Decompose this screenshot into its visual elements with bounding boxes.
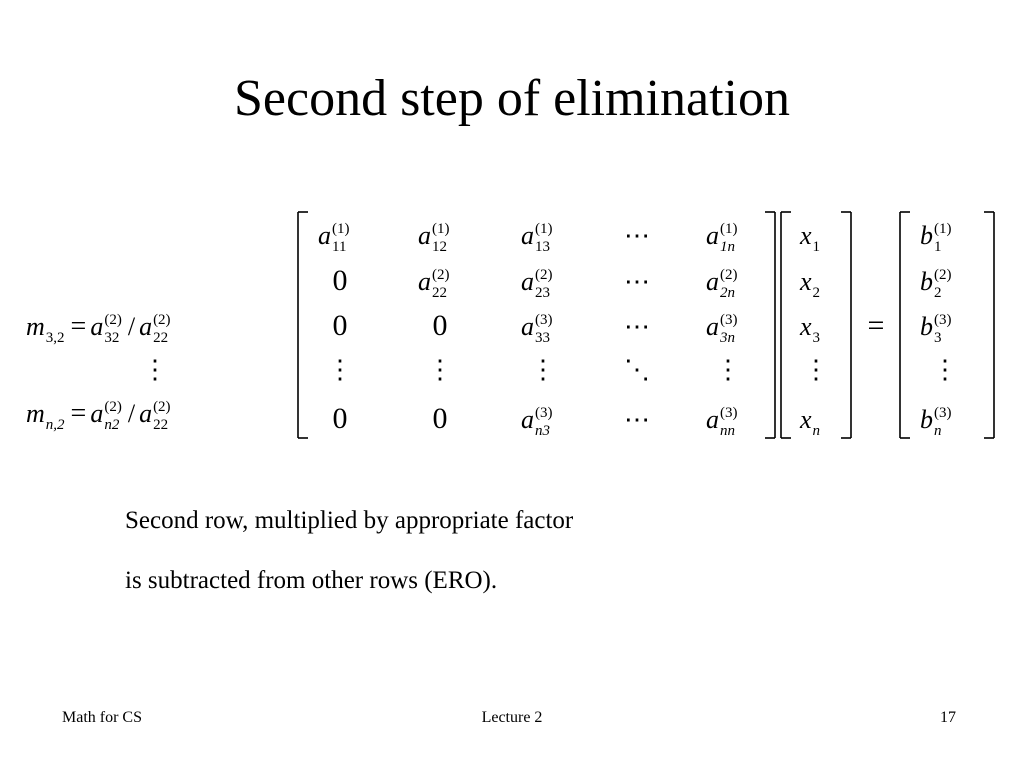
matrix-entry-r4-c3: ⋮ bbox=[530, 355, 556, 384]
multiplier-m32-denominator-sub: 22 bbox=[153, 330, 168, 346]
body-text-line-2: is subtracted from other rows (ERO). bbox=[125, 567, 498, 594]
b-vector-entry-3-sup: (3) bbox=[934, 312, 952, 328]
multiplier-m32-numerator-sub: 32 bbox=[104, 330, 119, 346]
matrix-entry-r1-c1-sub: 11 bbox=[332, 239, 346, 255]
matrix-entry-r1-c1-sup: (1) bbox=[332, 221, 350, 237]
matrix-entry-r2-c3-sup: (2) bbox=[535, 267, 553, 283]
b-vector-entry-1-sup: (1) bbox=[934, 221, 952, 237]
matrix-entry-r1-c4: ⋯ bbox=[624, 221, 650, 250]
matrix-entry-r4-c2: ⋮ bbox=[427, 355, 453, 384]
x-vector-entry-3-sub: 3 bbox=[813, 330, 821, 346]
x-vector-entry-1-sub: 1 bbox=[813, 239, 821, 255]
matrix-entry-r2-c3-base: a bbox=[521, 267, 534, 296]
matrix-entry-r4-c5: ⋮ bbox=[715, 355, 741, 384]
footer-course: Math for CS bbox=[62, 709, 142, 726]
matrix-entry-r3-c4: ⋯ bbox=[624, 312, 650, 341]
b-vector-entry-3-base: b bbox=[920, 312, 933, 341]
matrix-entry-r2-c5-sup: (2) bbox=[720, 267, 738, 283]
matrix-entry-r3-c3-sub: 33 bbox=[535, 330, 550, 346]
b-vector-entry-5-sub: n bbox=[934, 423, 942, 439]
matrix-entry-r5-c1: 0 bbox=[333, 402, 348, 435]
matrix-entry-r2-c2-sup: (2) bbox=[432, 267, 450, 283]
matrix-entry-r3-c5-sub: 3n bbox=[719, 330, 735, 346]
matrix-entry-r3-c5-sup: (3) bbox=[720, 312, 738, 328]
multiplier-mn2-slash: / bbox=[128, 399, 136, 428]
matrix-entry-r3-c3-sup: (3) bbox=[535, 312, 553, 328]
multiplier-m32-equals: = bbox=[71, 311, 87, 342]
matrix-entry-r3-c3-base: a bbox=[521, 312, 534, 341]
matrix-entry-r2-c5-base: a bbox=[706, 267, 719, 296]
multiplier-m32-denominator-sup: (2) bbox=[153, 312, 171, 328]
matrix-entry-r1-c3-base: a bbox=[521, 221, 534, 250]
matrix-entry-r2-c5-sub: 2n bbox=[720, 285, 735, 301]
matrix-entry-r1-c2-sub: 12 bbox=[432, 239, 447, 255]
matrix-entry-r5-c2: 0 bbox=[433, 402, 448, 435]
b-vector-entry-2-base: b bbox=[920, 267, 933, 296]
matrix-entry-r5-c3-sub: n3 bbox=[535, 423, 550, 439]
matrix-entry-r1-c5-sup: (1) bbox=[720, 221, 738, 237]
multiplier-mn2-denominator-sub: 22 bbox=[153, 417, 168, 433]
matrix-entry-r1-c3-sub: 13 bbox=[535, 239, 550, 255]
matrix-entry-r4-c4: ⋱ bbox=[624, 355, 650, 384]
matrix-entry-r1-c3-sup: (1) bbox=[535, 221, 553, 237]
b-vector-entry-3-sub: 3 bbox=[934, 330, 942, 346]
matrix-entry-r5-c3-sup: (3) bbox=[535, 405, 553, 421]
matrix-entry-r5-c3-base: a bbox=[521, 405, 534, 434]
slide-title: Second step of elimination bbox=[233, 70, 790, 127]
matrix-entry-r5-c5-sub: nn bbox=[720, 423, 735, 439]
x-vector-entry-5-sub: n bbox=[813, 423, 821, 439]
matrix-entry-r5-c5-base: a bbox=[706, 405, 719, 434]
multiplier-mn2-numerator-sub: n2 bbox=[104, 417, 120, 433]
matrix-entry-r1-c5-base: a bbox=[706, 221, 719, 250]
matrix-entry-r2-c2-base: a bbox=[418, 267, 431, 296]
matrix-entry-r3-c1: 0 bbox=[333, 309, 348, 342]
b-vector-entry-4: ⋮ bbox=[932, 355, 958, 384]
multiplier-mn2-denominator-base: a bbox=[139, 399, 152, 428]
matrix-entry-r4-c1: ⋮ bbox=[327, 355, 353, 384]
matrix-entry-r1-c1-base: a bbox=[318, 221, 331, 250]
x-vector-entry-3-base: x bbox=[799, 312, 812, 341]
multiplier-m32-numerator-base: a bbox=[90, 312, 103, 341]
multiplier-m32-slash: / bbox=[128, 312, 136, 341]
footer-lecture: Lecture 2 bbox=[481, 709, 543, 726]
matrix-entry-r3-c5-base: a bbox=[706, 312, 719, 341]
multiplier-m32-lhs-sub: 3,2 bbox=[46, 330, 65, 346]
footer-page-number: 17 bbox=[940, 709, 956, 726]
x-vector-entry-5-base: x bbox=[799, 405, 812, 434]
matrix-entry-r3-c2: 0 bbox=[433, 309, 448, 342]
matrix-entry-r5-c5-sup: (3) bbox=[720, 405, 738, 421]
b-vector-entry-5-sup: (3) bbox=[934, 405, 952, 421]
matrix-entry-r1-c5-sub: 1n bbox=[720, 239, 735, 255]
equals-sign: = bbox=[868, 309, 885, 342]
multiplier-m32-denominator-base: a bbox=[139, 312, 152, 341]
matrix-entry-r2-c4: ⋯ bbox=[624, 267, 650, 296]
matrix-entry-r1-c2-sup: (1) bbox=[432, 221, 450, 237]
x-vector-entry-2-base: x bbox=[799, 267, 812, 296]
b-vector-entry-2-sub: 2 bbox=[934, 285, 942, 301]
b-vector-entry-2-sup: (2) bbox=[934, 267, 952, 283]
multiplier-m32-numerator-sup: (2) bbox=[104, 312, 122, 328]
multiplier-mn2-numerator-sup: (2) bbox=[104, 399, 122, 415]
multiplier-m32-lhs-base: m bbox=[26, 312, 45, 341]
x-vector-entry-2-sub: 2 bbox=[813, 285, 821, 301]
body-text-line-1: Second row, multiplied by appropriate fa… bbox=[125, 507, 574, 534]
x-vector-entry-4: ⋮ bbox=[803, 355, 829, 384]
b-vector-entry-5-base: b bbox=[920, 405, 933, 434]
multiplier-mn2-numerator-base: a bbox=[90, 399, 103, 428]
matrix-entry-r1-c2-base: a bbox=[418, 221, 431, 250]
multiplier-mn2-equals: = bbox=[71, 398, 87, 429]
multiplier-mn2-lhs-sub: n,2 bbox=[46, 417, 65, 433]
b-vector-entry-1-sub: 1 bbox=[934, 239, 942, 255]
matrix-entry-r2-c3-sub: 23 bbox=[535, 285, 550, 301]
multiplier-mn2-lhs-base: m bbox=[26, 399, 45, 428]
matrix-entry-r5-c4: ⋯ bbox=[624, 405, 650, 434]
multiplier-vdots: ⋮ bbox=[142, 355, 168, 384]
b-vector-entry-1-base: b bbox=[920, 221, 933, 250]
matrix-entry-r2-c1: 0 bbox=[333, 264, 348, 297]
multiplier-mn2-denominator-sup: (2) bbox=[153, 399, 171, 415]
x-vector-entry-1-base: x bbox=[799, 221, 812, 250]
matrix-entry-r2-c2-sub: 22 bbox=[432, 285, 447, 301]
